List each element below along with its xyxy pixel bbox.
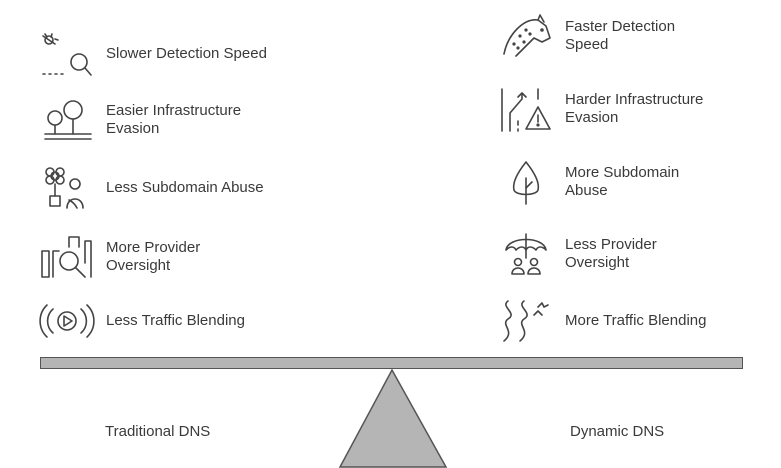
river-icon (497, 297, 555, 345)
right-side-label: Dynamic DNS (570, 423, 665, 440)
left-item-label: Less Traffic Blending (106, 312, 245, 329)
right-item-detection-speed: Faster Detection Speed (497, 12, 675, 60)
right-item-infrastructure-evasion: Harder Infrastructure Evasion (497, 85, 703, 133)
magnify-buildings-icon (38, 233, 96, 281)
right-item-label: More Traffic Blending (565, 312, 707, 329)
right-item-label: More Subdomain Abuse (565, 164, 680, 199)
umbrella-people-icon (497, 230, 555, 278)
bug-search-icon (38, 30, 96, 78)
right-item-provider-oversight: Less Provider Oversight (497, 230, 657, 278)
left-item-label: Less Subdomain Abuse (106, 179, 264, 196)
left-side-label: Traditional DNS (105, 423, 211, 440)
right-item-traffic-blending: More Traffic Blending (497, 297, 706, 345)
left-item-label: More Provider Oversight (106, 239, 201, 274)
cheetah-icon (497, 12, 555, 60)
tree-icon (497, 158, 555, 206)
flower-person-icon (38, 164, 96, 212)
seesaw-fulcrum (338, 369, 448, 468)
left-item-traffic-blending: Less Traffic Blending (38, 297, 245, 345)
seesaw-beam (40, 357, 743, 369)
left-item-infrastructure-evasion: Easier Infrastructure Evasion (38, 96, 241, 144)
right-item-label: Faster Detection Speed (565, 18, 676, 53)
broadcast-play-icon (38, 297, 96, 345)
road-warning-icon (497, 85, 555, 133)
left-item-label: Easier Infrastructure Evasion (106, 102, 242, 137)
trees-icon (38, 96, 96, 144)
left-item-label: Slower Detection Speed (106, 45, 267, 62)
right-item-subdomain-abuse: More Subdomain Abuse (497, 158, 679, 206)
left-item-detection-speed: Slower Detection Speed (38, 30, 267, 78)
right-item-label: Less Provider Oversight (565, 236, 657, 271)
left-item-provider-oversight: More Provider Oversight (38, 233, 200, 281)
left-item-subdomain-abuse: Less Subdomain Abuse (38, 164, 264, 212)
right-item-label: Harder Infrastructure Evasion (565, 91, 704, 126)
